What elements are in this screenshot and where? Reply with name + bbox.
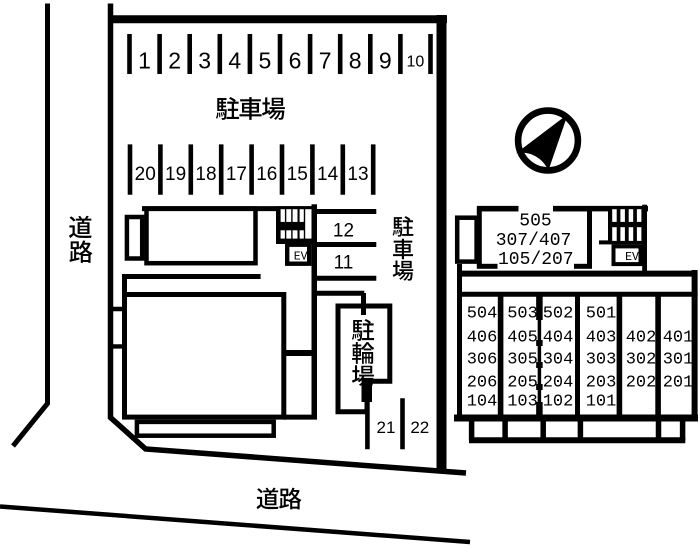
svg-text:12: 12 (333, 220, 354, 241)
svg-text:20: 20 (135, 164, 156, 185)
svg-text:307/407: 307/407 (496, 231, 572, 251)
svg-text:206: 206 (467, 373, 498, 392)
svg-text:EV: EV (625, 251, 639, 264)
svg-text:4: 4 (228, 47, 241, 73)
svg-text:304: 304 (543, 350, 574, 369)
svg-text:3: 3 (198, 47, 211, 73)
svg-text:301: 301 (663, 350, 694, 369)
svg-text:15: 15 (287, 164, 308, 185)
svg-text:204: 204 (543, 373, 574, 392)
svg-text:17: 17 (226, 164, 247, 185)
svg-text:22: 22 (410, 418, 429, 437)
svg-text:13: 13 (347, 164, 368, 185)
svg-text:2: 2 (168, 47, 181, 73)
svg-text:6: 6 (289, 47, 302, 73)
svg-text:402: 402 (626, 328, 657, 347)
svg-text:16: 16 (256, 164, 277, 185)
svg-text:7: 7 (319, 47, 332, 73)
svg-text:101: 101 (586, 392, 617, 411)
svg-text:302: 302 (626, 350, 657, 369)
svg-text:404: 404 (543, 328, 574, 347)
svg-text:306: 306 (467, 350, 498, 369)
svg-text:303: 303 (586, 350, 617, 369)
svg-text:21: 21 (377, 418, 396, 437)
svg-text:105/207: 105/207 (498, 250, 574, 270)
svg-text:502: 502 (543, 304, 574, 323)
svg-text:205: 205 (507, 373, 538, 392)
svg-text:9: 9 (379, 47, 392, 73)
svg-text:305: 305 (507, 350, 538, 369)
svg-text:202: 202 (626, 373, 657, 392)
svg-text:8: 8 (349, 47, 362, 73)
svg-text:503: 503 (507, 304, 538, 323)
svg-text:201: 201 (663, 373, 694, 392)
svg-text:501: 501 (586, 304, 617, 323)
svg-text:10: 10 (407, 54, 425, 71)
svg-text:19: 19 (165, 164, 186, 185)
svg-text:1: 1 (138, 47, 151, 73)
svg-text:103: 103 (507, 392, 538, 411)
svg-text:504: 504 (467, 304, 498, 323)
svg-text:406: 406 (467, 328, 498, 347)
svg-text:104: 104 (467, 392, 498, 411)
svg-text:403: 403 (586, 328, 617, 347)
svg-text:18: 18 (195, 164, 216, 185)
svg-text:5: 5 (259, 47, 272, 73)
svg-text:14: 14 (317, 164, 339, 185)
svg-text:102: 102 (543, 392, 574, 411)
svg-text:11: 11 (334, 252, 354, 273)
svg-text:505: 505 (519, 212, 551, 232)
svg-text:405: 405 (507, 328, 538, 347)
svg-text:203: 203 (586, 373, 617, 392)
svg-text:401: 401 (663, 328, 694, 347)
svg-text:EV: EV (294, 250, 308, 263)
